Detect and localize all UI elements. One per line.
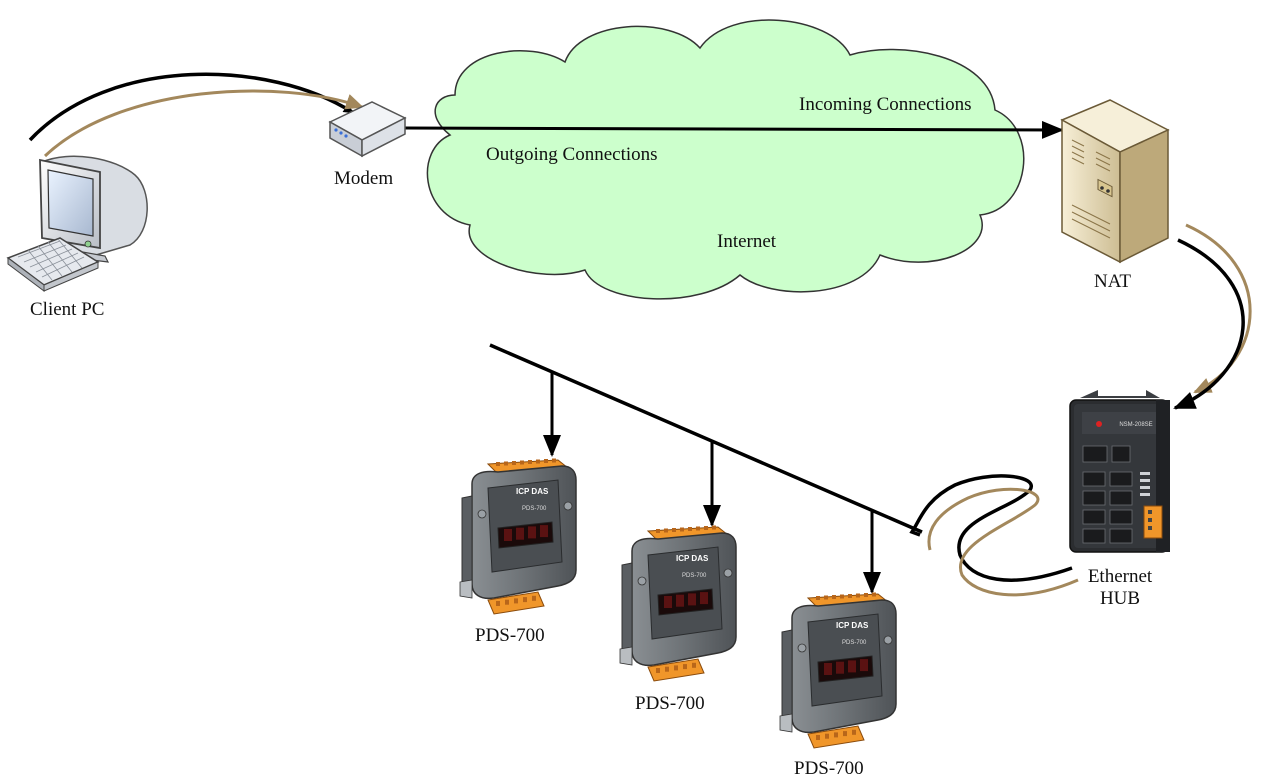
- ethernet-hub-icon: NSM-208SE: [1069, 390, 1170, 553]
- pds-700-label-3: PDS-700: [794, 758, 864, 779]
- keyboard-icon: [6, 237, 100, 292]
- pds-brand-logo: ICP DAS: [836, 621, 869, 630]
- pds-model-text: PDS-700: [842, 640, 867, 646]
- modem-icon: [328, 101, 407, 158]
- hub-to-bus-cable-tan: [927, 487, 1079, 597]
- outgoing-connections-label: Outgoing Connections: [486, 144, 658, 165]
- client-pc-label: Client PC: [30, 299, 105, 320]
- ethernet-hub-label: Ethernet HUB: [1070, 566, 1170, 610]
- pds-700-device-icon: ICP DAS PDS-700: [459, 458, 577, 615]
- device-bus-line: [489, 343, 923, 534]
- pds-700-device-icon: ICP DAS PDS-700: [619, 525, 737, 682]
- pds-700-label-2: PDS-700: [635, 693, 705, 714]
- ethernet-hub-label-line2: HUB: [1099, 588, 1141, 609]
- pds-brand-logo: ICP DAS: [676, 554, 709, 563]
- pds-model-text: PDS-700: [682, 573, 707, 579]
- monitor-icon: [39, 155, 148, 263]
- internet-cloud: [426, 19, 1025, 300]
- hub-badge: NSM-208SE: [1119, 422, 1152, 428]
- server-icon: [1060, 99, 1170, 264]
- client-to-modem-cable-black: [28, 72, 354, 142]
- nat-to-hub-cable-black: [1173, 238, 1245, 410]
- modem-to-nat-line: [404, 120, 1064, 139]
- modem-label: Modem: [334, 168, 394, 189]
- pds-700-device-icon: ICP DAS PDS-700: [779, 592, 897, 749]
- ethernet-hub-label-line1: Ethernet: [1087, 566, 1153, 587]
- incoming-connections-label: Incoming Connections: [799, 94, 972, 115]
- nat-label: NAT: [1094, 271, 1131, 292]
- pds-model-text: PDS-700: [522, 506, 547, 512]
- pds-700-label-1: PDS-700: [475, 625, 545, 646]
- pds-brand-logo: ICP DAS: [516, 487, 549, 496]
- internet-label: Internet: [717, 231, 777, 252]
- client-to-modem-cable-tan: [43, 89, 364, 158]
